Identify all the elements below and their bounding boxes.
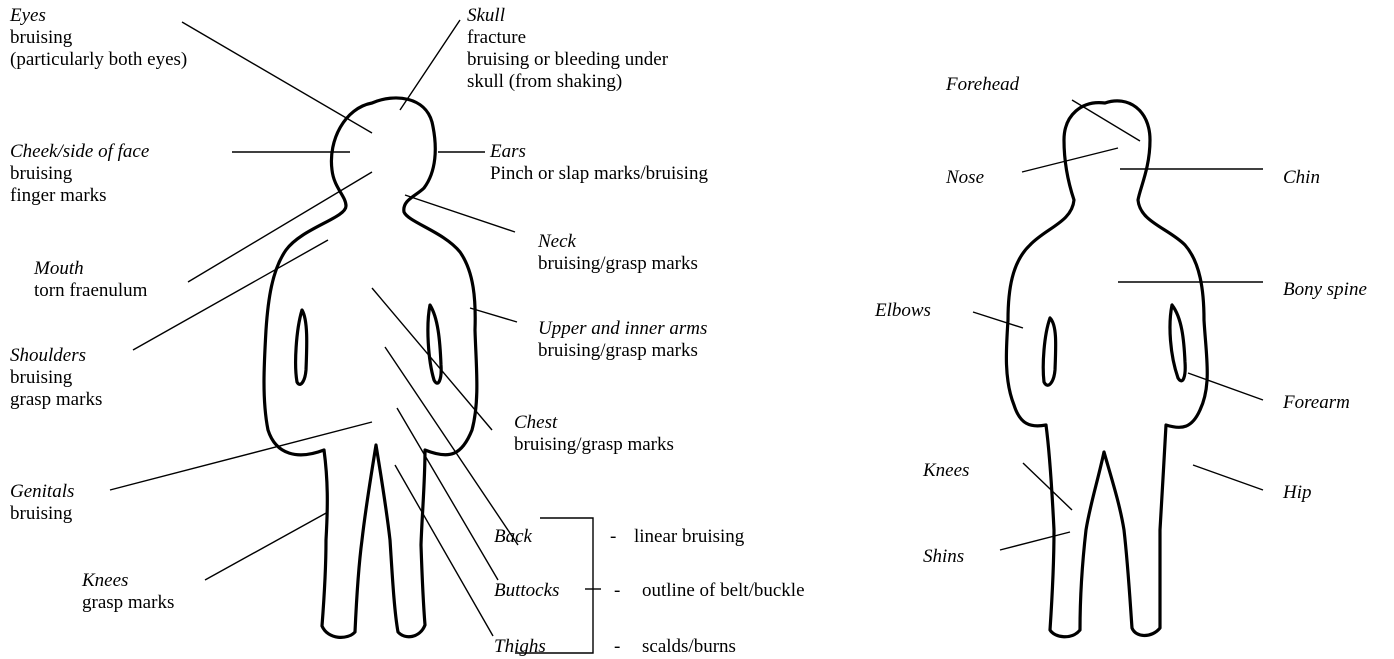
leader-forehead xyxy=(1072,100,1140,141)
mouth-line-1: torn fraenulum xyxy=(34,280,147,302)
buttocks-title: Buttocks xyxy=(494,580,559,602)
leader-mouth xyxy=(188,172,372,282)
back-dash: - xyxy=(610,526,616,548)
chest-line-1: bruising/grasp marks xyxy=(514,434,674,456)
chest-title: Chest xyxy=(514,412,674,434)
thighs-title: Thighs xyxy=(494,636,546,658)
leader-skull xyxy=(400,20,460,110)
mouth-title: Mouth xyxy=(34,258,147,280)
upper-arms-label: Upper and inner arms bruising/grasp mark… xyxy=(538,318,707,362)
leader-back xyxy=(385,347,518,545)
ears-title: Ears xyxy=(490,141,708,163)
leader-knees-right xyxy=(1023,463,1072,510)
neck-line-1: bruising/grasp marks xyxy=(538,253,698,275)
neck-title: Neck xyxy=(538,231,698,253)
genitals-label: Genitals bruising xyxy=(10,481,74,525)
right-arm-gap-right xyxy=(1170,305,1185,381)
leader-upper-arms xyxy=(470,308,517,322)
ears-line-1: Pinch or slap marks/bruising xyxy=(490,163,708,185)
shoulders-line-2: grasp marks xyxy=(10,389,102,411)
thighs-dash: - xyxy=(614,636,620,658)
eyes-title: Eyes xyxy=(10,5,187,27)
leader-knees xyxy=(205,512,328,580)
genitals-title: Genitals xyxy=(10,481,74,503)
forehead-label: Forehead xyxy=(946,74,1019,96)
shoulders-label: Shoulders bruising grasp marks xyxy=(10,345,102,411)
eyes-label: Eyes bruising (particularly both eyes) xyxy=(10,5,187,71)
shoulders-title: Shoulders xyxy=(10,345,102,367)
leader-eyes xyxy=(182,22,372,133)
chin-label: Chin xyxy=(1283,167,1320,189)
elbows-label: Elbows xyxy=(875,300,931,322)
buttocks-note: outline of belt/buckle xyxy=(642,580,805,602)
nose-label: Nose xyxy=(946,167,984,189)
neck-label: Neck bruising/grasp marks xyxy=(538,231,698,275)
leader-elbows xyxy=(973,312,1023,328)
upper-arms-line-1: bruising/grasp marks xyxy=(538,340,707,362)
knees-line-1: grasp marks xyxy=(82,592,174,614)
buttocks-dash: - xyxy=(614,580,620,602)
right-arm-gap-left xyxy=(1043,318,1055,385)
skull-label: Skull fracture bruising or bleeding unde… xyxy=(467,5,668,93)
leader-shins xyxy=(1000,532,1070,550)
chest-label: Chest bruising/grasp marks xyxy=(514,412,674,456)
leader-forearm xyxy=(1188,373,1263,400)
leader-thighs xyxy=(395,465,493,636)
hip-label: Hip xyxy=(1283,482,1312,504)
leader-hip xyxy=(1193,465,1263,490)
ears-label: Ears Pinch or slap marks/bruising xyxy=(490,141,708,185)
cheek-title: Cheek/side of face xyxy=(10,141,149,163)
shoulders-line-1: bruising xyxy=(10,367,102,389)
skull-line-1: fracture xyxy=(467,27,668,49)
cheek-line-1: bruising xyxy=(10,163,149,185)
right-body-outline xyxy=(1006,101,1207,637)
skull-title: Skull xyxy=(467,5,668,27)
left-arm-gap-left xyxy=(296,310,307,384)
left-arm-gap-right xyxy=(428,305,441,383)
upper-arms-title: Upper and inner arms xyxy=(538,318,707,340)
eyes-line-1: bruising xyxy=(10,27,187,49)
leader-genitals xyxy=(110,422,372,490)
genitals-line-1: bruising xyxy=(10,503,74,525)
thighs-note: scalds/burns xyxy=(642,636,736,658)
knees-label: Knees grasp marks xyxy=(82,570,174,614)
leader-nose xyxy=(1022,148,1118,172)
eyes-line-2: (particularly both eyes) xyxy=(10,49,187,71)
skull-line-2: bruising or bleeding under xyxy=(467,49,668,71)
cheek-line-2: finger marks xyxy=(10,185,149,207)
knees-title: Knees xyxy=(82,570,174,592)
shins-label: Shins xyxy=(923,546,964,568)
cheek-label: Cheek/side of face bruising finger marks xyxy=(10,141,149,207)
back-note: linear bruising xyxy=(634,526,744,548)
mouth-label: Mouth torn fraenulum xyxy=(34,258,147,302)
skull-line-3: skull (from shaking) xyxy=(467,71,668,93)
knees-right-label: Knees xyxy=(923,460,969,482)
forearm-label: Forearm xyxy=(1283,392,1350,414)
back-title: Back xyxy=(494,526,532,548)
bony-spine-label: Bony spine xyxy=(1283,279,1367,301)
